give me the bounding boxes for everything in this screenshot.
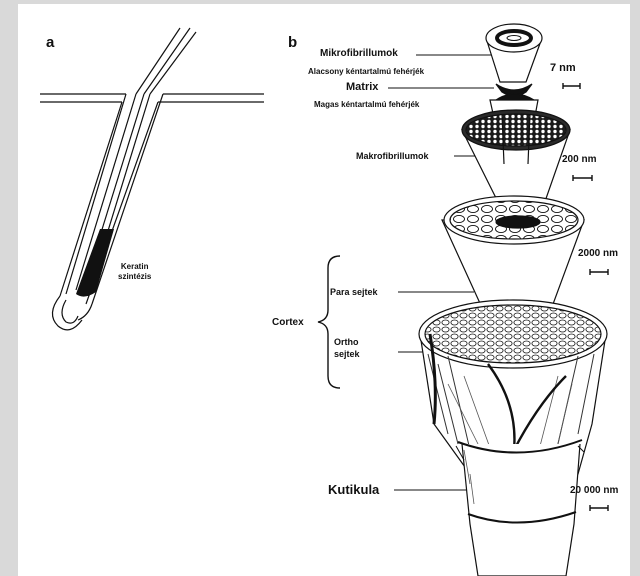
magas-label: Magas kéntartalmú fehérjék — [314, 100, 419, 109]
panel-b-letter: b — [288, 34, 297, 51]
figure-sheet: a Keratin szintézis b Mikrofibrillumok A… — [18, 4, 630, 576]
microfibril-cone — [486, 24, 542, 96]
cortex-brace — [318, 256, 340, 388]
kutikula-label: Kutikula — [328, 482, 379, 497]
ortho-label: Ortho — [334, 337, 359, 347]
cuticle-tube — [456, 440, 584, 576]
mikrofibrillumok-label: Mikrofibrillumok — [320, 48, 398, 59]
cortex-label: Cortex — [272, 317, 304, 328]
hair-follicle-drawing — [40, 28, 264, 330]
scale-label-20000nm: 20 000 nm — [570, 485, 618, 496]
sejtek-label: sejtek — [334, 349, 360, 359]
hair-structure-illustration — [18, 4, 630, 576]
panel-a-letter: a — [46, 34, 54, 51]
makrofibrillumok-label: Makrofibrillumok — [356, 151, 429, 161]
alacsony-label: Alacsony kéntartalmú fehérjék — [308, 67, 424, 76]
keratin-line-1: Keratin — [118, 262, 151, 272]
scale-label-200nm: 200 nm — [562, 154, 596, 165]
keratin-region — [76, 229, 114, 297]
para-sejtek-label: Para sejtek — [330, 287, 378, 297]
keratin-line-2: szintézis — [118, 272, 151, 282]
scale-label-2000nm: 2000 nm — [578, 248, 618, 259]
matrix-label: Matrix — [346, 81, 378, 93]
macrofibril-cone — [462, 94, 570, 210]
keratin-label: Keratin szintézis — [118, 262, 151, 282]
scale-label-7nm: 7 nm — [550, 62, 576, 74]
